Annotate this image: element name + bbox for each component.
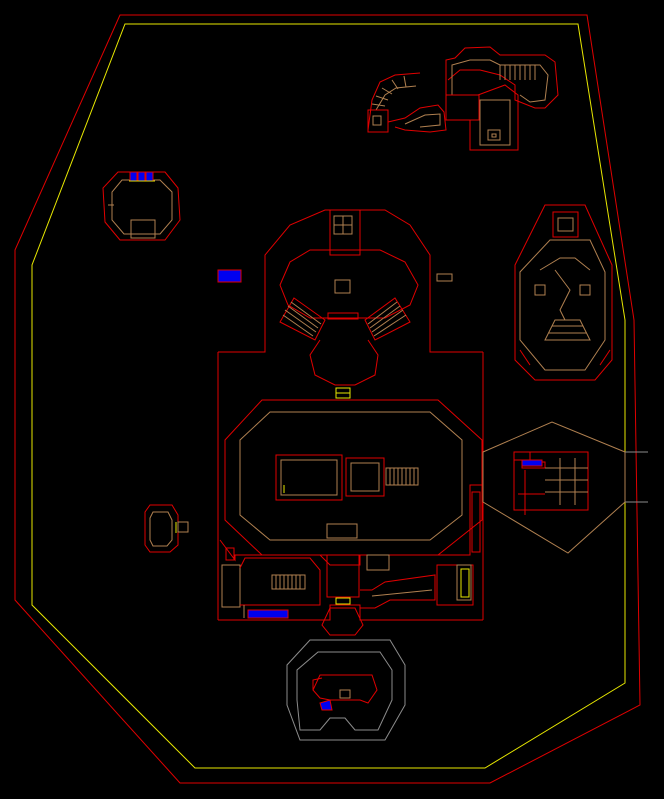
south-rooms — [218, 484, 483, 621]
small-round-room — [102, 171, 181, 241]
east-face-chamber — [514, 204, 613, 381]
top-right-building — [367, 46, 559, 151]
teleporter-pad — [217, 269, 242, 283]
small-marker — [436, 273, 453, 282]
west-small-room — [144, 504, 189, 553]
south-exit-room — [286, 607, 406, 741]
central-hall — [224, 399, 483, 556]
outer-boundary — [14, 14, 648, 784]
east-diamond-room — [482, 421, 626, 554]
